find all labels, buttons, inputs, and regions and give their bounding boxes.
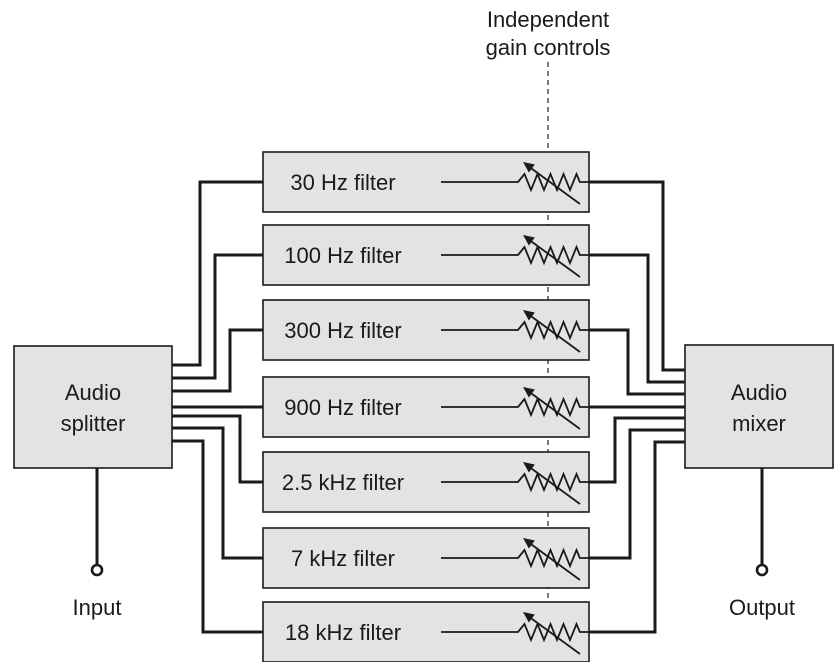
splitter-to-filter-wire xyxy=(172,253,263,380)
audio-mixer-label-line-2: mixer xyxy=(732,411,786,436)
signal-wires xyxy=(172,180,685,634)
gain-arrow xyxy=(527,390,581,430)
filter-label: 30 Hz filter xyxy=(290,170,395,195)
audio-splitter-label-line-1: Audio xyxy=(65,380,121,405)
filter-channel: 300 Hz filter xyxy=(262,299,590,361)
filter-to-mixer-wire xyxy=(589,180,685,372)
input-label: Input xyxy=(73,595,122,620)
splitter-to-filter-wire xyxy=(172,414,263,484)
gain-arrow xyxy=(527,541,581,581)
filter-to-mixer-wire xyxy=(589,253,685,384)
audio-splitter-box xyxy=(13,345,173,469)
filter-to-mixer-wire xyxy=(589,440,685,634)
gain-arrow xyxy=(527,238,581,278)
gain-arrowhead xyxy=(523,538,535,549)
input-terminal xyxy=(90,563,104,577)
gain-arrow xyxy=(527,465,581,505)
splitter-to-filter-wire xyxy=(172,426,263,560)
filter-to-mixer-wire xyxy=(589,428,685,560)
filter-channel: 30 Hz filter xyxy=(262,151,590,213)
audio-mixer-box xyxy=(684,344,834,469)
resistor-zigzag xyxy=(441,471,589,493)
splitter-to-filter-wire xyxy=(172,439,263,634)
annotation-line-1: Independent xyxy=(487,7,609,32)
gain-arrowhead xyxy=(523,387,535,398)
gain-arrow xyxy=(527,165,581,205)
splitter-to-filter-wire xyxy=(172,180,263,367)
filter-label: 100 Hz filter xyxy=(284,243,401,268)
filter-label: 18 kHz filter xyxy=(285,620,401,645)
filter-channel: 7 kHz filter xyxy=(262,527,590,589)
gain-arrowhead xyxy=(523,162,535,173)
audio-mixer: Audio mixer xyxy=(684,344,834,469)
filter-label: 900 Hz filter xyxy=(284,395,401,420)
audio-mixer-label-line-1: Audio xyxy=(731,380,787,405)
audio-splitter: Audio splitter xyxy=(13,345,173,469)
output-terminal xyxy=(755,563,769,577)
filter-to-mixer-wire xyxy=(589,328,685,396)
resistor-zigzag xyxy=(441,396,589,418)
resistor-zigzag xyxy=(441,171,589,193)
filter-channel: 100 Hz filter xyxy=(262,224,590,286)
gain-arrow xyxy=(527,313,581,353)
resistor-zigzag xyxy=(441,244,589,266)
audio-splitter-label-line-2: splitter xyxy=(61,411,126,436)
splitter-to-filter-wire xyxy=(172,328,263,393)
gain-arrow xyxy=(527,615,581,655)
filter-channel: 2.5 kHz filter xyxy=(262,451,590,513)
filter-channel: 18 kHz filter xyxy=(262,601,590,662)
filter-label: 7 kHz filter xyxy=(291,546,395,571)
filter-bank: 30 Hz filter 100 Hz filter 300 Hz filter 90… xyxy=(262,151,590,662)
resistor-zigzag xyxy=(441,319,589,341)
resistor-zigzag xyxy=(441,547,589,569)
gain-arrowhead xyxy=(523,310,535,321)
filter-to-mixer-wire xyxy=(589,416,685,484)
filter-label: 300 Hz filter xyxy=(284,318,401,343)
filter-box xyxy=(262,299,590,361)
gain-arrowhead xyxy=(523,235,535,246)
gain-arrowhead xyxy=(523,462,535,473)
filter-label: 2.5 kHz filter xyxy=(282,470,404,495)
gain-arrowhead xyxy=(523,612,535,623)
filter-box xyxy=(262,451,590,513)
annotation-line-2: gain controls xyxy=(486,35,611,60)
output-label: Output xyxy=(729,595,795,620)
filter-channel: 900 Hz filter xyxy=(262,376,590,438)
resistor-zigzag xyxy=(441,621,589,643)
